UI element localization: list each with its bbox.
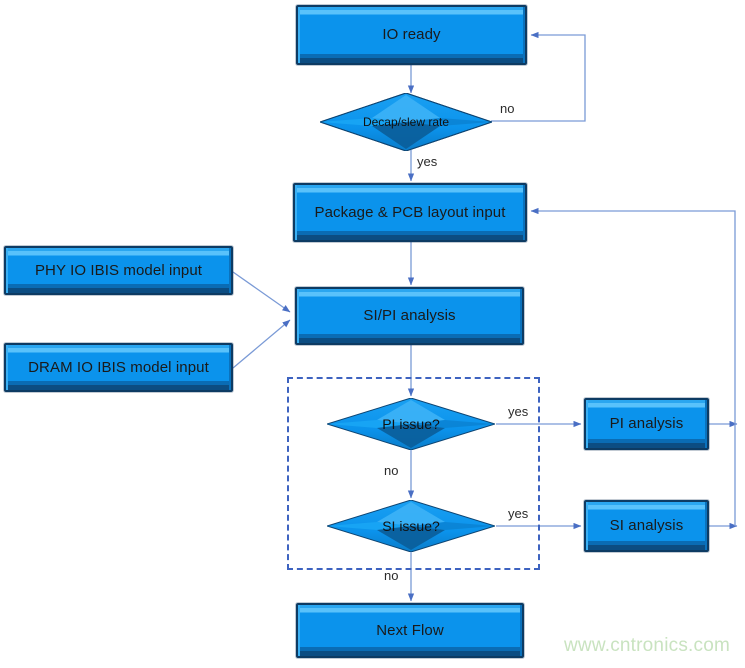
edge-return-bus-to-package — [530, 207, 736, 526]
node-phy-io-ibis-model-input-label: PHY IO IBIS model input — [34, 261, 203, 279]
node-package-pcb-layout-input[interactable]: Package & PCB layout input — [293, 183, 527, 242]
watermark: www.cntronics.com — [564, 635, 730, 656]
node-sipi-analysis[interactable]: SI/PI analysis — [295, 287, 524, 345]
node-sipi-analysis-label: SI/PI analysis — [363, 307, 456, 324]
edge-label-decap-no: no — [500, 101, 515, 116]
node-pi-analysis[interactable]: PI analysis — [584, 398, 709, 450]
node-dram-io-ibis-model-input-label: DRAM IO IBIS model input — [28, 358, 209, 376]
node-si-issue[interactable]: SI issue? — [327, 500, 495, 552]
node-phy-io-ibis-model-input[interactable]: PHY IO IBIS model input — [4, 246, 233, 295]
node-pi-issue-label: PI issue? — [382, 416, 440, 432]
node-si-analysis[interactable]: SI analysis — [584, 500, 709, 552]
diamond-shape — [320, 93, 492, 151]
node-dram-io-ibis-model-input[interactable]: DRAM IO IBIS model input — [4, 343, 233, 392]
edge-label-pi-issue-no: no — [384, 463, 399, 478]
edge-label-si-issue-yes: yes — [508, 506, 529, 521]
node-pi-issue[interactable]: PI issue? — [327, 398, 495, 450]
edge-label-si-issue-no: no — [384, 568, 399, 583]
edge-dram-to-sipi — [232, 319, 291, 369]
node-decap-slew-rate-label: Decap/slew rate — [362, 115, 450, 129]
node-package-pcb-layout-input-label: Package & PCB layout input — [314, 203, 506, 221]
edge-label-pi-issue-yes: yes — [508, 404, 529, 419]
edge-phy-to-sipi — [232, 271, 291, 313]
node-io-ready[interactable]: IO ready — [296, 5, 527, 65]
diamond-shape — [327, 500, 495, 552]
node-next-flow[interactable]: Next Flow — [296, 603, 524, 658]
node-si-issue-label: SI issue? — [382, 518, 440, 534]
node-next-flow-label: Next Flow — [376, 621, 444, 639]
diamond-shape — [327, 398, 495, 450]
node-io-ready-label: IO ready — [382, 26, 441, 43]
node-decap-slew-rate[interactable]: Decap/slew rate — [320, 93, 492, 151]
node-pi-analysis-label: PI analysis — [609, 415, 684, 432]
edge-label-decap-yes: yes — [417, 154, 438, 169]
issue-check-group-frame — [287, 377, 540, 570]
node-si-analysis-label: SI analysis — [609, 517, 684, 534]
